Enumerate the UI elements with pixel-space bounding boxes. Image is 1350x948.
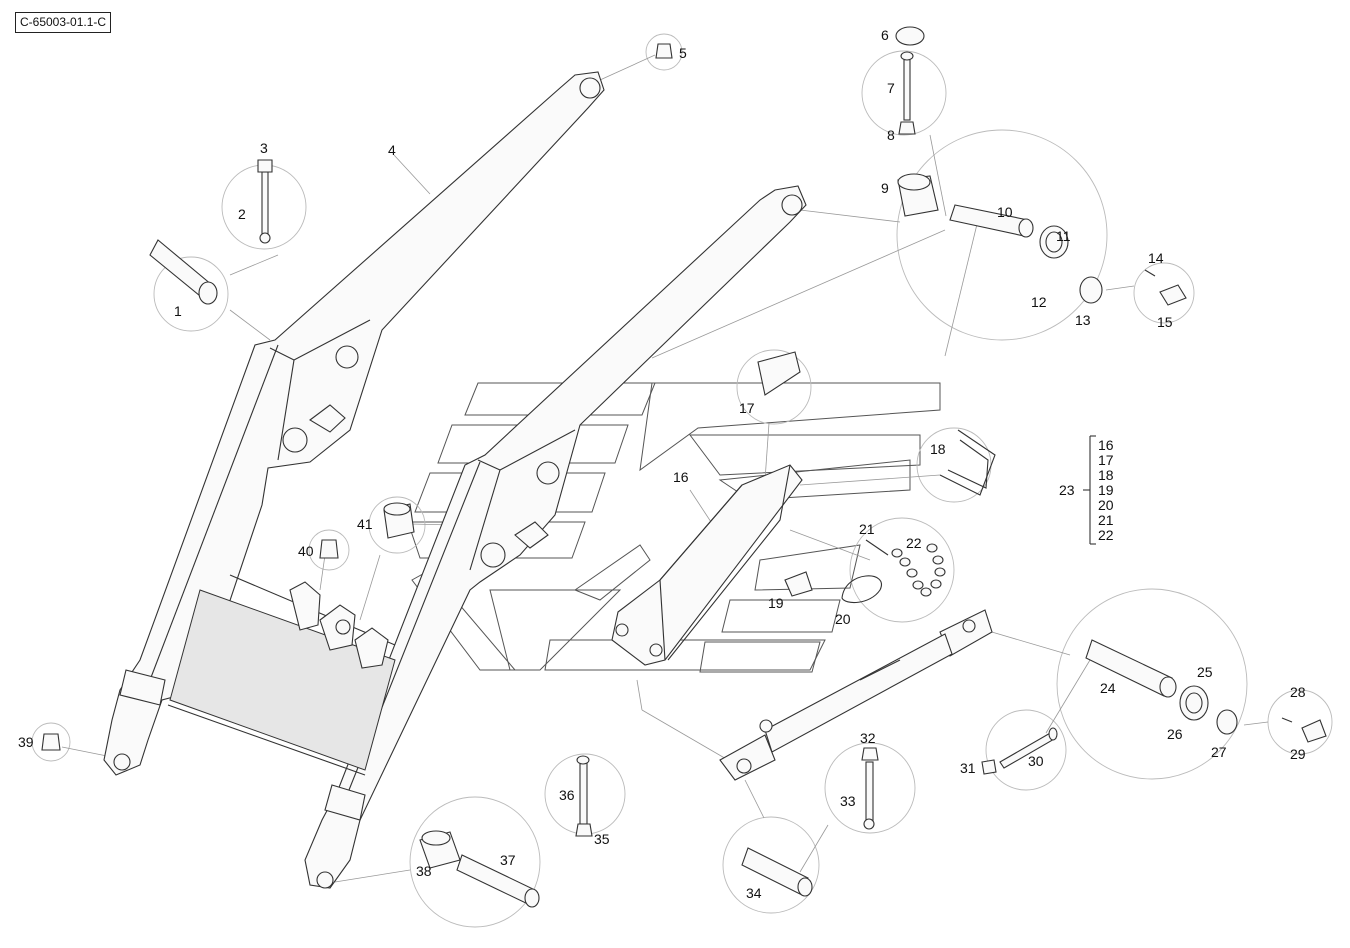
attachment-frame (611, 464, 803, 666)
callout-11: 11 (1056, 228, 1071, 244)
callout-14: 14 (1148, 250, 1164, 266)
detail-circles (31, 33, 1333, 928)
callout-32: 32 (860, 730, 876, 746)
callout-33: 33 (840, 793, 856, 809)
callout-31: 31 (960, 760, 976, 776)
callout-5: 5 (679, 45, 687, 61)
kit-item: 18 (1098, 467, 1114, 483)
drawing-reference: C-65003-01.1-C (15, 12, 112, 33)
callout-21: 21 (859, 521, 875, 537)
callout-29: 29 (1290, 746, 1306, 762)
callout-40: 40 (298, 543, 314, 559)
kit-item: 20 (1098, 497, 1114, 513)
kit-item: 16 (1098, 437, 1114, 453)
callout-17: 17 (739, 400, 755, 416)
kit-item: 21 (1098, 512, 1114, 528)
callout-38: 38 (416, 863, 432, 879)
callout-24: 24 (1100, 680, 1116, 696)
callout-25: 25 (1197, 664, 1213, 680)
hydraulic-cylinder (719, 609, 993, 781)
callout-27: 27 (1211, 744, 1227, 760)
kit-item: 19 (1098, 482, 1114, 498)
callout-7: 7 (887, 80, 895, 96)
callout-22: 22 (906, 535, 922, 551)
callout-34: 34 (746, 885, 762, 901)
callout-18: 18 (930, 441, 946, 457)
callout-6: 6 (881, 27, 889, 43)
callout-41: 41 (357, 516, 373, 532)
callout-36: 36 (559, 787, 575, 803)
callout-9: 9 (881, 180, 889, 196)
callout-37: 37 (500, 852, 516, 868)
callout-3: 3 (260, 140, 268, 156)
callout-26: 26 (1167, 726, 1183, 742)
callout-35: 35 (594, 831, 610, 847)
callout-19: 19 (768, 595, 784, 611)
callout-20: 20 (835, 611, 851, 627)
kit-item: 22 (1098, 527, 1114, 543)
callout-30: 30 (1028, 753, 1044, 769)
callout-15: 15 (1157, 314, 1173, 330)
kit-23-bracket (1083, 435, 1096, 545)
chain (891, 543, 946, 597)
callout-12: 12 (1031, 294, 1047, 310)
loader-frame (103, 71, 807, 889)
callout-2: 2 (238, 206, 246, 222)
kit-item: 17 (1098, 452, 1114, 468)
callout-labels: 1 2 3 4 5 6 7 8 9 10 11 12 13 14 15 16 1… (18, 27, 1306, 901)
callout-23: 23 (1059, 482, 1075, 498)
callout-16: 16 (673, 469, 689, 485)
callout-4: 4 (388, 142, 396, 158)
small-parts (41, 26, 1327, 908)
kit-23-list: 23 16 17 18 19 20 21 22 (1059, 437, 1114, 543)
callout-28: 28 (1290, 684, 1306, 700)
callout-39: 39 (18, 734, 34, 750)
callout-13: 13 (1075, 312, 1091, 328)
callout-8: 8 (887, 127, 895, 143)
callout-10: 10 (997, 204, 1013, 220)
callout-1: 1 (174, 303, 182, 319)
